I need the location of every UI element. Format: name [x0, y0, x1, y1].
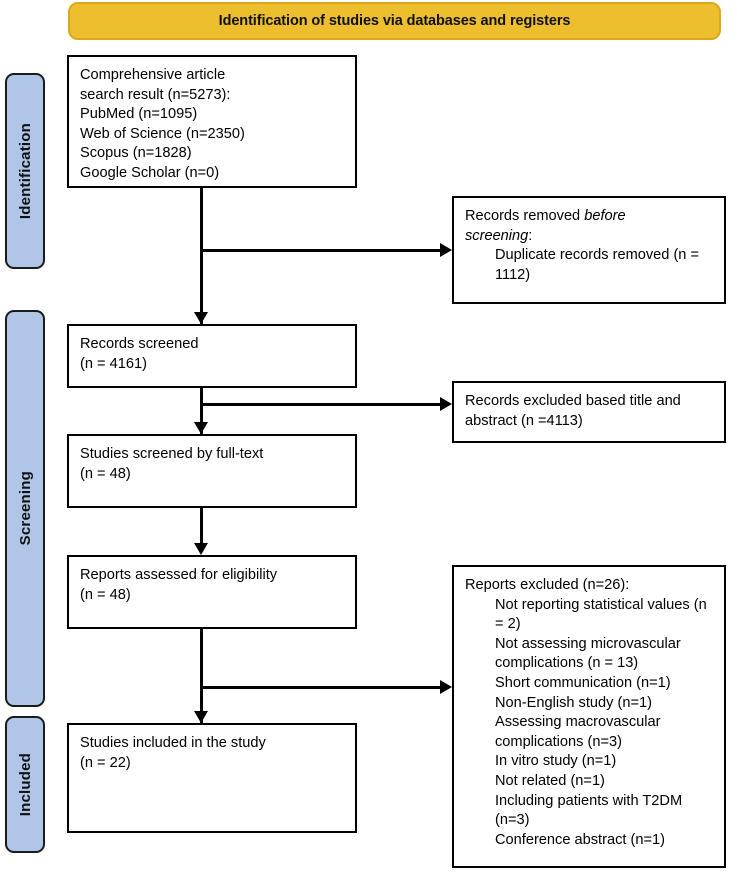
box-studies-fulltext-text: Studies screened by full-text (n = 48): [80, 446, 264, 482]
box-records-removed-before-screening: Records removed before screening: Duplica…: [452, 196, 726, 304]
box-reports-excluded-reasons: Reports excluded (n=26): Not reporting st…: [452, 565, 726, 868]
banner-title: Identification of studies via databases …: [218, 13, 571, 29]
box-studies-included-text: Studies included in the study (n = 22): [80, 735, 266, 771]
box-studies-included: Studies included in the study (n = 22): [67, 723, 357, 833]
records-removed-line1: Records removed: [465, 208, 585, 224]
box-identification-search-results: Comprehensive article search result (n=5…: [67, 55, 357, 188]
connector-v-fulltext-to-assessed: [200, 508, 203, 546]
records-removed-italic-screening: screening: [465, 227, 529, 244]
reports-excluded-item: Assessing macrovascular complications (n…: [495, 714, 665, 750]
reports-excluded-item: Not reporting statistical values (n = 2): [495, 596, 711, 633]
box-records-screened: Records screened (n = 4161): [67, 324, 357, 388]
arrowhead-to-reports-assessed: [194, 543, 208, 555]
stage-label-screening: Screening: [5, 310, 45, 707]
banner-identification-via-databases: Identification of studies via databases …: [68, 2, 721, 40]
box-records-excluded-text: Records excluded based title and abstrac…: [465, 393, 681, 429]
records-removed-italic-before: before: [584, 208, 626, 224]
box-records-screened-text: Records screened (n = 4161): [80, 336, 199, 372]
box-identification-search-text: Comprehensive article search result (n=5…: [80, 67, 245, 181]
arrowhead-to-studies-fulltext: [194, 422, 208, 434]
connector-h-to-records-excluded: [200, 403, 442, 406]
reports-excluded-heading: Reports excluded (n=26):: [465, 577, 630, 593]
connector-v-identification-to-screened: [200, 188, 203, 324]
stage-label-identification: Identification: [5, 73, 45, 269]
stage-label-included-text: Included: [16, 752, 34, 817]
arrowhead-to-studies-included: [194, 711, 208, 723]
reports-excluded-item: Conference abstract (n=1): [495, 831, 665, 848]
box-records-excluded-title-abstract: Records excluded based title and abstrac…: [452, 381, 726, 443]
records-removed-colon: :: [528, 227, 533, 244]
reports-excluded-item: In vitro study (n=1): [495, 753, 617, 770]
stage-label-identification-text: Identification: [16, 122, 34, 220]
arrowhead-to-records-excluded: [440, 397, 452, 411]
reports-excluded-item: Including patients with T2DM (n=3): [495, 792, 687, 829]
reports-excluded-item: Not related (n=1): [495, 772, 605, 789]
arrowhead-to-records-screened: [194, 312, 208, 324]
arrowhead-to-records-removed: [440, 243, 452, 257]
arrowhead-to-reports-excluded: [440, 680, 452, 694]
reports-excluded-item: Not assessing microvascular complication…: [495, 635, 685, 672]
connector-v-assessed-to-included: [200, 629, 203, 723]
stage-label-included: Included: [5, 716, 45, 853]
box-studies-screened-fulltext: Studies screened by full-text (n = 48): [67, 434, 357, 508]
records-removed-duplicates: Duplicate records removed (n = 1112): [495, 247, 704, 283]
connector-v-screened-to-fulltext: [200, 388, 203, 434]
connector-h-to-records-removed: [200, 249, 442, 252]
box-reports-assessed-text: Reports assessed for eligibility (n = 48…: [80, 567, 278, 603]
stage-label-screening-text: Screening: [16, 471, 34, 546]
reports-excluded-item: Non-English study (n=1): [495, 694, 652, 711]
box-reports-assessed-eligibility: Reports assessed for eligibility (n = 48…: [67, 555, 357, 629]
reports-excluded-item: Short communication (n=1): [495, 674, 671, 691]
connector-h-to-reports-excluded: [200, 686, 442, 689]
